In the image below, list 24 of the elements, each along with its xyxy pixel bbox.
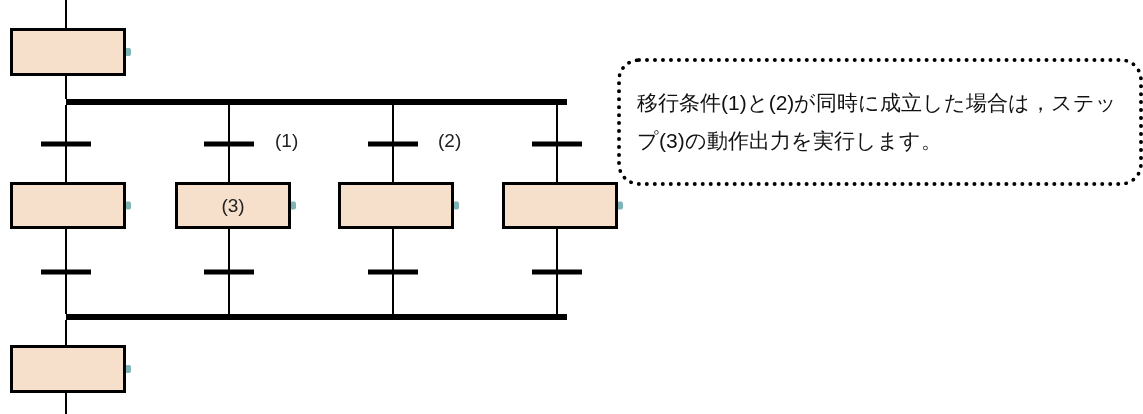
connector-line	[65, 0, 67, 29]
connector-line	[65, 75, 67, 100]
connector-line	[556, 228, 558, 315]
connector-line	[228, 228, 230, 315]
step-box	[502, 182, 618, 229]
transition-label: (2)	[438, 130, 462, 152]
connector-line	[65, 104, 67, 183]
step-box	[10, 182, 126, 229]
step-box	[175, 182, 291, 229]
callout-note: 移行条件(1)と(2)が同時に成立した場合は，ステップ(3)の動作出力を実行します。	[617, 58, 1143, 186]
connector-line	[392, 228, 394, 315]
connector-line	[65, 228, 67, 315]
connector-line	[65, 319, 67, 346]
step-box	[338, 182, 454, 229]
connector-line	[228, 104, 230, 183]
parallel-bar	[66, 99, 567, 105]
connector-line	[392, 104, 394, 183]
step-box	[10, 28, 126, 76]
step-label: (3)	[221, 194, 245, 217]
transition-label: (1)	[275, 130, 299, 152]
parallel-bar	[66, 314, 567, 320]
connector-line	[65, 392, 67, 414]
connector-line	[556, 104, 558, 183]
step-box	[10, 345, 126, 393]
